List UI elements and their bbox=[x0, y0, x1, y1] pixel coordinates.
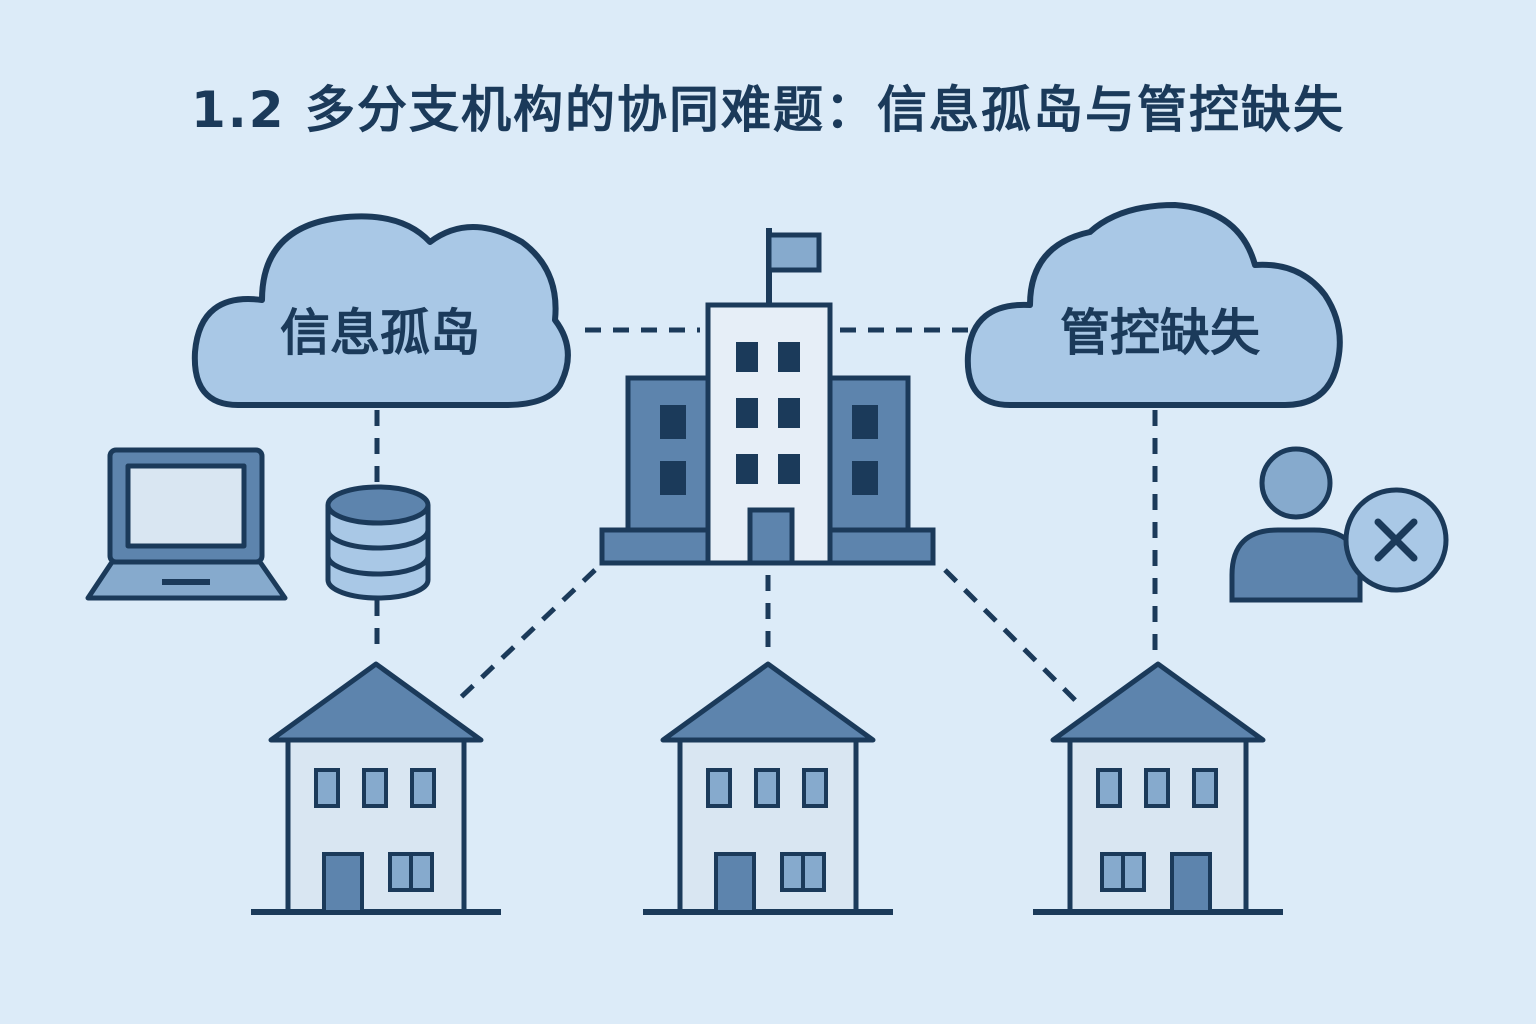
cloud-lack-of-control: 管控缺失 bbox=[964, 202, 1343, 408]
cloud-label-information-silo: 信息孤岛 bbox=[280, 304, 480, 362]
branch-house-icon bbox=[643, 664, 893, 912]
headquarters-building-icon bbox=[599, 228, 936, 566]
cloud-information-silo: 信息孤岛 bbox=[191, 213, 571, 408]
cloud-shape bbox=[191, 213, 571, 408]
connector-hq-left-branch bbox=[456, 568, 597, 702]
cloud-shape bbox=[964, 202, 1343, 408]
cloud-label-lack-of-control: 管控缺失 bbox=[1060, 304, 1261, 362]
connectors bbox=[374, 327, 1158, 707]
flag-icon bbox=[766, 228, 822, 305]
page-title: 1.2 多分支机构的协同难题：信息孤岛与管控缺失 bbox=[191, 81, 1345, 139]
user-removed-icon bbox=[1229, 446, 1449, 603]
close-icon bbox=[1343, 487, 1449, 593]
branch-house-icon bbox=[251, 664, 501, 912]
laptop-icon bbox=[85, 447, 288, 601]
branch-house-icon bbox=[1033, 664, 1283, 912]
connector-hq-right-branch bbox=[943, 568, 1082, 707]
database-icon bbox=[325, 484, 431, 601]
